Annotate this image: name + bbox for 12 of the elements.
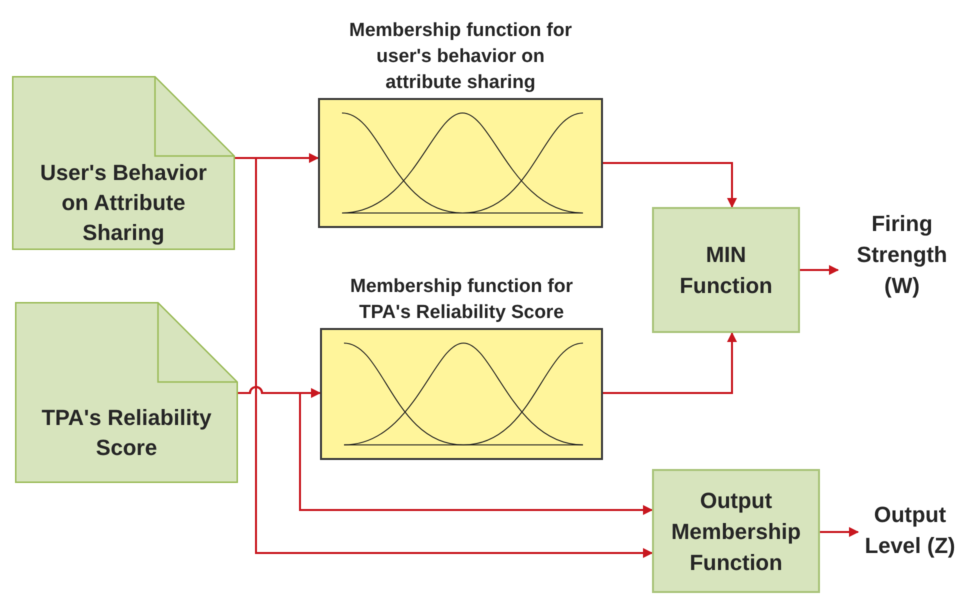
output-label: Firing Strength (W) [856, 210, 948, 300]
arrow [603, 332, 737, 394]
process-box: MIN Function [652, 207, 800, 333]
node-label: TPA's Reliability Score [40, 404, 212, 462]
arrow [820, 527, 859, 537]
output-label: Output Level (Z) [864, 501, 956, 560]
node-heading: Membership function for TPA's Reliability Score [349, 275, 574, 325]
node-heading: Membership function for user's behavior on attribute sharing [348, 19, 573, 95]
process-box: Output Membership Function [652, 469, 820, 593]
arrow [603, 162, 737, 208]
arrow [800, 265, 839, 275]
node-label: User's Behavior on Attribute Sharing [39, 159, 208, 247]
